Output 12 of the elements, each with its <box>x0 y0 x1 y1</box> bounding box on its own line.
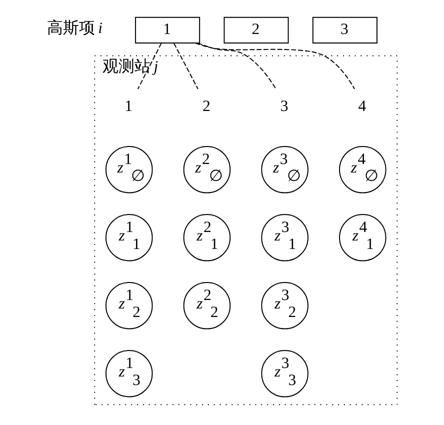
node-text: 1 <box>124 98 133 115</box>
connector <box>196 42 276 90</box>
node-text: 2 <box>202 98 210 115</box>
node-box: 3 <box>312 16 378 44</box>
connector <box>173 42 198 90</box>
connector <box>137 42 162 90</box>
node-text: 3 <box>280 98 288 115</box>
node-text: 4 <box>358 98 366 115</box>
connector <box>194 42 355 90</box>
node-box: 1 <box>135 16 200 44</box>
node-box: 2 <box>224 16 289 44</box>
label: 高斯项 i <box>46 20 102 37</box>
